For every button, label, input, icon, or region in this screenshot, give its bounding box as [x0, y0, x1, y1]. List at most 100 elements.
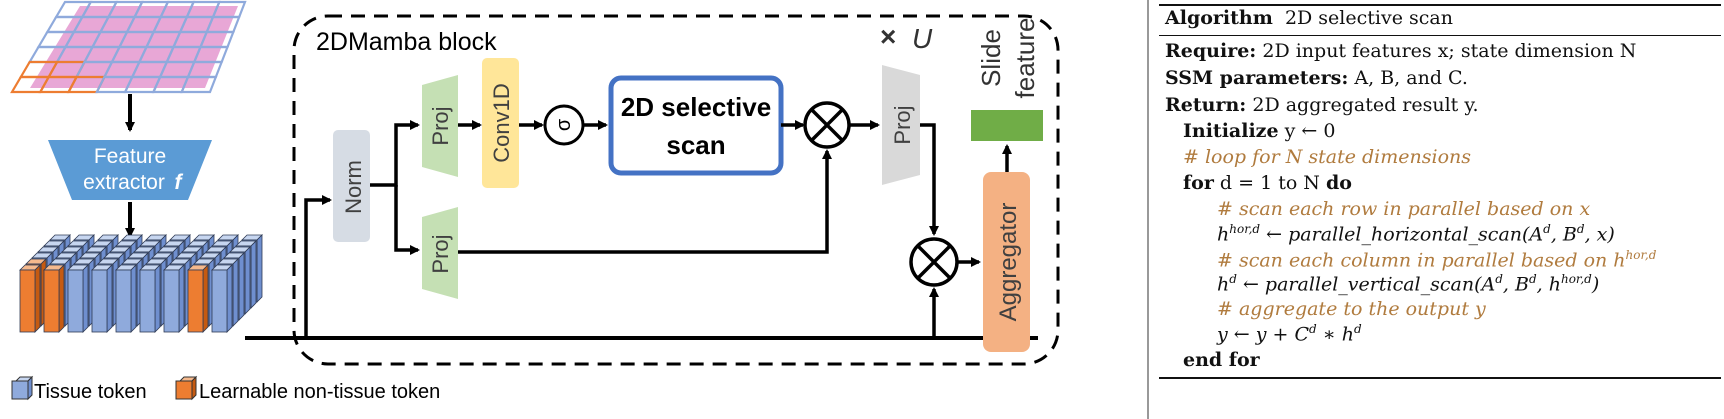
ver-rhs4: ): [1591, 273, 1600, 296]
ssm-text: A, B, and C.: [1354, 67, 1468, 89]
scan-label-2: scan: [666, 130, 725, 160]
do-keyword: do: [1325, 172, 1352, 194]
multiply-node-bottom: [909, 237, 959, 287]
proj-top-label: Proj: [428, 106, 453, 145]
hor-lhs: h: [1217, 223, 1230, 246]
agg-sup-c: d: [1309, 322, 1317, 336]
require-text: 2D input features x; state dimension N: [1262, 40, 1637, 62]
algo-comment-row: # scan each row in parallel based on x: [1217, 198, 1591, 220]
proj-box-bottom: Proj: [422, 207, 458, 299]
whole-slide-image: [10, 0, 247, 94]
ver-rhs2: , B: [1502, 273, 1529, 296]
arrow-norm-to-proj2: [394, 185, 420, 255]
agg-sup-h: d: [1353, 322, 1362, 336]
multiply-node-top: [803, 101, 851, 149]
algo-return: Return: 2D aggregated result y.: [1165, 94, 1479, 116]
token-cube: [115, 264, 137, 333]
hor-rhs: ← parallel_horizontal_scan(A: [1260, 223, 1544, 246]
hor-sup: hor,d: [1229, 222, 1261, 236]
ver-lhs: h: [1217, 273, 1230, 296]
algo-header-title: 2D selective scan: [1284, 7, 1453, 29]
legend-tissue-label: Tissue token: [34, 381, 147, 403]
patch-cell: [180, 75, 218, 94]
aggregator-box: Aggregator: [983, 172, 1030, 352]
token-cube: [187, 264, 209, 333]
init-text: y ← 0: [1284, 120, 1336, 142]
token-cube: [43, 264, 65, 333]
comment-col-text: # scan each column in parallel based on …: [1217, 249, 1626, 272]
token-stack: [19, 234, 263, 333]
slide-feature-vector: [971, 110, 1043, 141]
algo-ssm: SSM parameters: A, B, and C.: [1165, 67, 1468, 89]
ver-rhs3: , h: [1536, 273, 1561, 296]
out-proj-label: Proj: [890, 105, 915, 144]
slide-feature-label-1: Slide: [976, 29, 1006, 87]
proj-box-top: Proj: [422, 75, 458, 177]
algo-top-rule: [1159, 4, 1721, 6]
hor-rhs3: , x): [1584, 223, 1615, 246]
hor-rhs2: , B: [1550, 223, 1577, 246]
algo-mid-rule: [1159, 35, 1721, 36]
comment-col-sup: hor,d: [1625, 248, 1657, 262]
agg-text2: ∗ h: [1316, 323, 1354, 346]
proj-bottom-label: Proj: [428, 234, 453, 273]
algo-horizontal-scan: hhor,d ← parallel_horizontal_scan(Ad, Bd…: [1217, 222, 1615, 245]
require-keyword: Require:: [1165, 40, 1257, 62]
ver-sup: d: [1229, 272, 1237, 286]
feature-extractor: Feature extractor f: [48, 140, 212, 200]
ver-sup-b: d: [1528, 272, 1537, 286]
for-text: d = 1 to N: [1219, 172, 1320, 194]
algo-for: for d = 1 to N do: [1183, 172, 1352, 194]
arrow-gate-to-mult: [458, 149, 832, 254]
extractor-symbol: f: [175, 171, 184, 194]
legend: Tissue token Learnable non-tissue token: [11, 375, 440, 403]
legend-learnable-label: Learnable non-tissue token: [199, 381, 440, 403]
algo-comment-agg: # aggregate to the output y: [1217, 298, 1486, 320]
token-cube: [67, 264, 89, 333]
block-title: 2DMamba block: [316, 28, 497, 56]
extractor-label-2: extractor: [83, 171, 165, 194]
norm-label: Norm: [341, 160, 366, 214]
arrow-norm-to-proj1: [370, 120, 420, 187]
hor-sup-a: d: [1543, 222, 1551, 236]
algo-header-keyword: Algorithm: [1165, 7, 1273, 29]
algo-comment-loop: # loop for N state dimensions: [1183, 146, 1471, 168]
ver-rhs: ← parallel_vertical_scan(A: [1236, 273, 1496, 296]
for-keyword: for: [1183, 172, 1214, 194]
mamba-block-container: [292, 14, 1060, 366]
aggregator-label: Aggregator: [995, 203, 1022, 322]
algo-require: Require: 2D input features x; state dime…: [1165, 40, 1636, 62]
legend-tissue-swatch: [11, 375, 34, 401]
token-cube: [163, 264, 185, 333]
repeat-count: U: [912, 23, 933, 54]
token-cube: [91, 264, 113, 333]
selective-scan-box: 2D selective scan: [608, 75, 784, 176]
algo-comment-col: # scan each column in parallel based on …: [1217, 248, 1656, 271]
init-keyword: Initialize: [1183, 120, 1279, 142]
algo-init: Initialize y ← 0: [1183, 120, 1335, 142]
algo-aggregate: y ← y + Cd ∗ hd: [1217, 322, 1362, 345]
ver-sup-h: hor,d: [1560, 272, 1592, 286]
patch-grid: [10, 0, 247, 94]
ssm-keyword: SSM parameters:: [1165, 67, 1349, 89]
hor-sup-b: d: [1576, 222, 1585, 236]
algo-header: Algorithm 2D selective scan: [1165, 7, 1453, 29]
norm-box: Norm: [333, 130, 370, 242]
activation-node: σ: [543, 104, 585, 146]
architecture-diagram: Feature extractor f Tissue token Learnab…: [10, 0, 1149, 419]
scan-label-1: 2D selective: [621, 92, 771, 122]
conv1d-box: Conv1D: [482, 58, 519, 188]
algorithm-panel: Algorithm 2D selective scan Require: 2D …: [1159, 0, 1721, 419]
ver-sup-a: d: [1495, 272, 1503, 286]
slide-feature-label-2: feature: [1010, 18, 1040, 99]
algo-endfor: end for: [1183, 349, 1260, 371]
arrow-to-norm: [304, 195, 332, 338]
agg-text1: y ← y + C: [1217, 323, 1310, 346]
token-cube: [139, 264, 161, 333]
algo-bottom-rule: [1159, 377, 1721, 379]
conv-label: Conv1D: [489, 83, 514, 162]
arrow-outproj-to-mult: [920, 123, 939, 236]
legend-learnable-swatch: [175, 375, 198, 401]
activation-symbol: σ: [553, 118, 575, 131]
